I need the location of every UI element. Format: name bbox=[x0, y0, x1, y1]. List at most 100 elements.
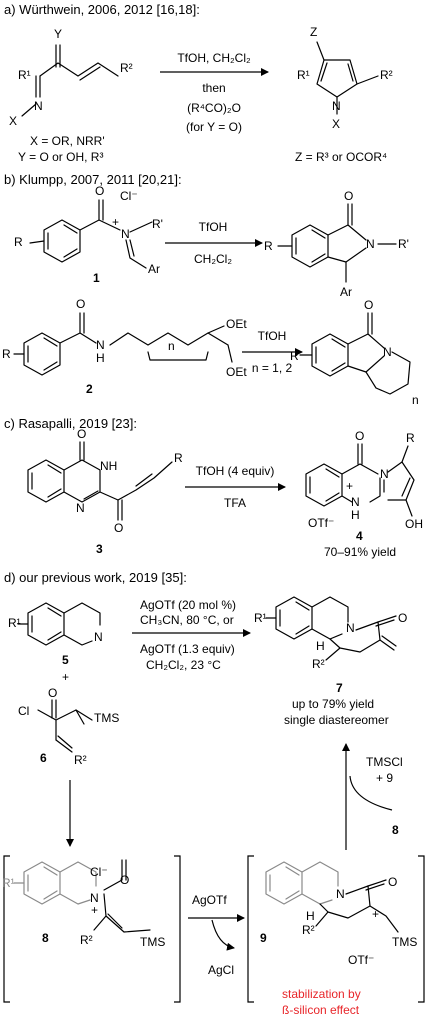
c6-tms: TMS bbox=[94, 711, 119, 725]
compound-4-label: 4 bbox=[356, 529, 363, 543]
reagent-a-then: then bbox=[202, 81, 225, 95]
c6-cl: Cl bbox=[18, 704, 29, 718]
stabilization-note-1: stabilization by bbox=[282, 987, 361, 1001]
atom-r1: R¹ bbox=[18, 68, 31, 82]
section-d-header: d) our previous work, 2019 [35]: bbox=[4, 570, 187, 585]
c4-r: R bbox=[406, 431, 415, 445]
c3-o-top: O bbox=[77, 427, 86, 441]
c2-n-index: n bbox=[168, 339, 175, 353]
c4-n: N bbox=[380, 467, 389, 481]
c4-plus: + bbox=[346, 479, 353, 493]
atom-n: N bbox=[34, 99, 43, 113]
tri-o: O bbox=[364, 298, 373, 312]
iso-n: N bbox=[366, 237, 375, 251]
i8-n: N bbox=[90, 891, 99, 905]
i9-counterion: OTf⁻ bbox=[348, 953, 374, 967]
pyrroloisoindolone-product: O N n R bbox=[290, 298, 419, 407]
c4-n-bottom: N bbox=[351, 495, 360, 509]
reagent-b2-top: TfOH bbox=[258, 329, 287, 343]
i9-r2: R² bbox=[302, 923, 315, 937]
c7-n: N bbox=[346, 621, 355, 635]
c7-h: H bbox=[316, 639, 325, 653]
i9-o: O bbox=[388, 875, 397, 889]
reagent-a-anhydride: (R⁴CO)₂O bbox=[187, 101, 241, 115]
reagent-c-bottom: TFA bbox=[224, 496, 246, 510]
c2-oet-top: OEt bbox=[226, 317, 247, 331]
compound-2-structure: O N H n OEt OEt R 2 bbox=[2, 297, 247, 396]
i9-h: H bbox=[306, 909, 315, 923]
b-atom-cl: Cl⁻ bbox=[120, 189, 138, 203]
i8-r1: R¹ bbox=[2, 876, 15, 890]
bracket-8-right bbox=[174, 855, 181, 1003]
b-atom-rprime: R' bbox=[152, 217, 163, 231]
compound-8-label: 8 bbox=[42, 931, 49, 945]
section-a-header: a) Würthwein, 2006, 2012 [16,18]: bbox=[4, 2, 200, 17]
c7-r1: R¹ bbox=[254, 611, 267, 625]
c4-h: H bbox=[351, 508, 360, 522]
c4-counterion: OTf⁻ bbox=[308, 516, 334, 530]
atom-r2: R² bbox=[120, 61, 133, 75]
compound-9-label: 9 bbox=[260, 931, 267, 945]
reagent-b1-bottom: CH₂Cl₂ bbox=[194, 252, 232, 266]
c4-yield: 70–91% yield bbox=[324, 545, 396, 559]
product-r2: R² bbox=[380, 68, 393, 82]
reagent-b2-bottom: n = 1, 2 bbox=[252, 361, 293, 375]
bracket-8-left bbox=[3, 855, 10, 1003]
compound-3-structure: O NH N R O 3 bbox=[27, 427, 183, 556]
bracket-9-right bbox=[418, 855, 425, 1003]
i8-plus: + bbox=[91, 903, 98, 917]
b-atom-o: O bbox=[95, 184, 104, 198]
section-a: a) Würthwein, 2006, 2012 [16,18]: Y R¹ R… bbox=[4, 2, 393, 164]
iso-rprime: R' bbox=[398, 237, 409, 251]
reagent-b1-top: TfOH bbox=[199, 220, 228, 234]
tri-n: N bbox=[383, 345, 392, 359]
compound-5-label: 5 bbox=[62, 653, 69, 667]
compound-1-structure: O Cl⁻ + N R' Ar R 1 bbox=[14, 184, 163, 285]
reagent-a-note: (for Y = O) bbox=[186, 120, 242, 134]
iso-ar: Ar bbox=[340, 285, 352, 299]
c3-n: N bbox=[76, 501, 85, 515]
isoindolinone-product: O N R' Ar R bbox=[264, 189, 409, 299]
compound-7-label: 7 bbox=[336, 681, 343, 695]
compound-6-structure: O Cl TMS R² 6 bbox=[18, 686, 119, 767]
section-d: d) our previous work, 2019 [35]: R¹ N 5 … bbox=[2, 570, 425, 1017]
c2-n: N bbox=[96, 338, 105, 352]
c2-o: O bbox=[76, 297, 85, 311]
section-b: b) Klumpp, 2007, 2011 [20,21]: O Cl⁻ + N… bbox=[2, 172, 419, 407]
x-definition: X = OR, NRR' bbox=[30, 134, 105, 148]
compound-7-structure: R¹ N O H R² 7 up to 79% yield single dia… bbox=[254, 596, 407, 727]
intermediate-9-structure: N O H R² + TMS OTf⁻ 9 bbox=[260, 861, 417, 967]
reagent-d-line4: CH₂Cl₂, 23 °C bbox=[146, 658, 221, 672]
product-n: N bbox=[332, 99, 341, 113]
agcl-label: AgCl bbox=[208, 963, 234, 977]
c5-r1: R¹ bbox=[8, 616, 21, 630]
stabilization-note-2: ß-silicon effect bbox=[282, 1003, 360, 1017]
section-c-header: c) Rasapalli, 2019 [23]: bbox=[4, 416, 137, 431]
reagent-d-line2: CH₃CN, 80 °C, or bbox=[140, 613, 234, 627]
b-atom-plus: + bbox=[112, 215, 119, 229]
tri-r: R bbox=[290, 349, 299, 363]
c3-r: R bbox=[174, 451, 183, 465]
c3-o-bottom: O bbox=[114, 521, 123, 535]
reagent-c-top: TfOH (4 equiv) bbox=[196, 464, 275, 478]
recycle-8-label: 8 bbox=[392, 823, 399, 837]
atom-y: Y bbox=[54, 27, 62, 41]
agcl-curved-arrow bbox=[211, 919, 235, 951]
i8-o: O bbox=[120, 873, 129, 887]
b-atom-ar: Ar bbox=[148, 262, 160, 276]
i8-clminus: Cl⁻ bbox=[90, 865, 108, 879]
reagent-d-line3: AgOTf (1.3 equiv) bbox=[140, 642, 235, 656]
compound-5-structure: R¹ N 5 bbox=[8, 602, 103, 667]
iso-o: O bbox=[344, 189, 353, 203]
pyrrole-product: Z R¹ R² N X bbox=[297, 25, 393, 131]
b-atom-r: R bbox=[14, 235, 23, 249]
intermediate-8-structure: R¹ N + O Cl⁻ TMS R² 8 bbox=[2, 859, 165, 949]
z-definition: Z = R³ or OCOR⁴ bbox=[295, 150, 387, 164]
c2-h: H bbox=[96, 351, 105, 365]
c7-o: O bbox=[398, 611, 407, 625]
atom-x: X bbox=[9, 114, 17, 128]
plus-sign: + bbox=[62, 670, 69, 684]
i9-tms: TMS bbox=[392, 935, 417, 949]
compound-1-label: 1 bbox=[93, 271, 100, 285]
atom-z: Z bbox=[310, 25, 317, 39]
